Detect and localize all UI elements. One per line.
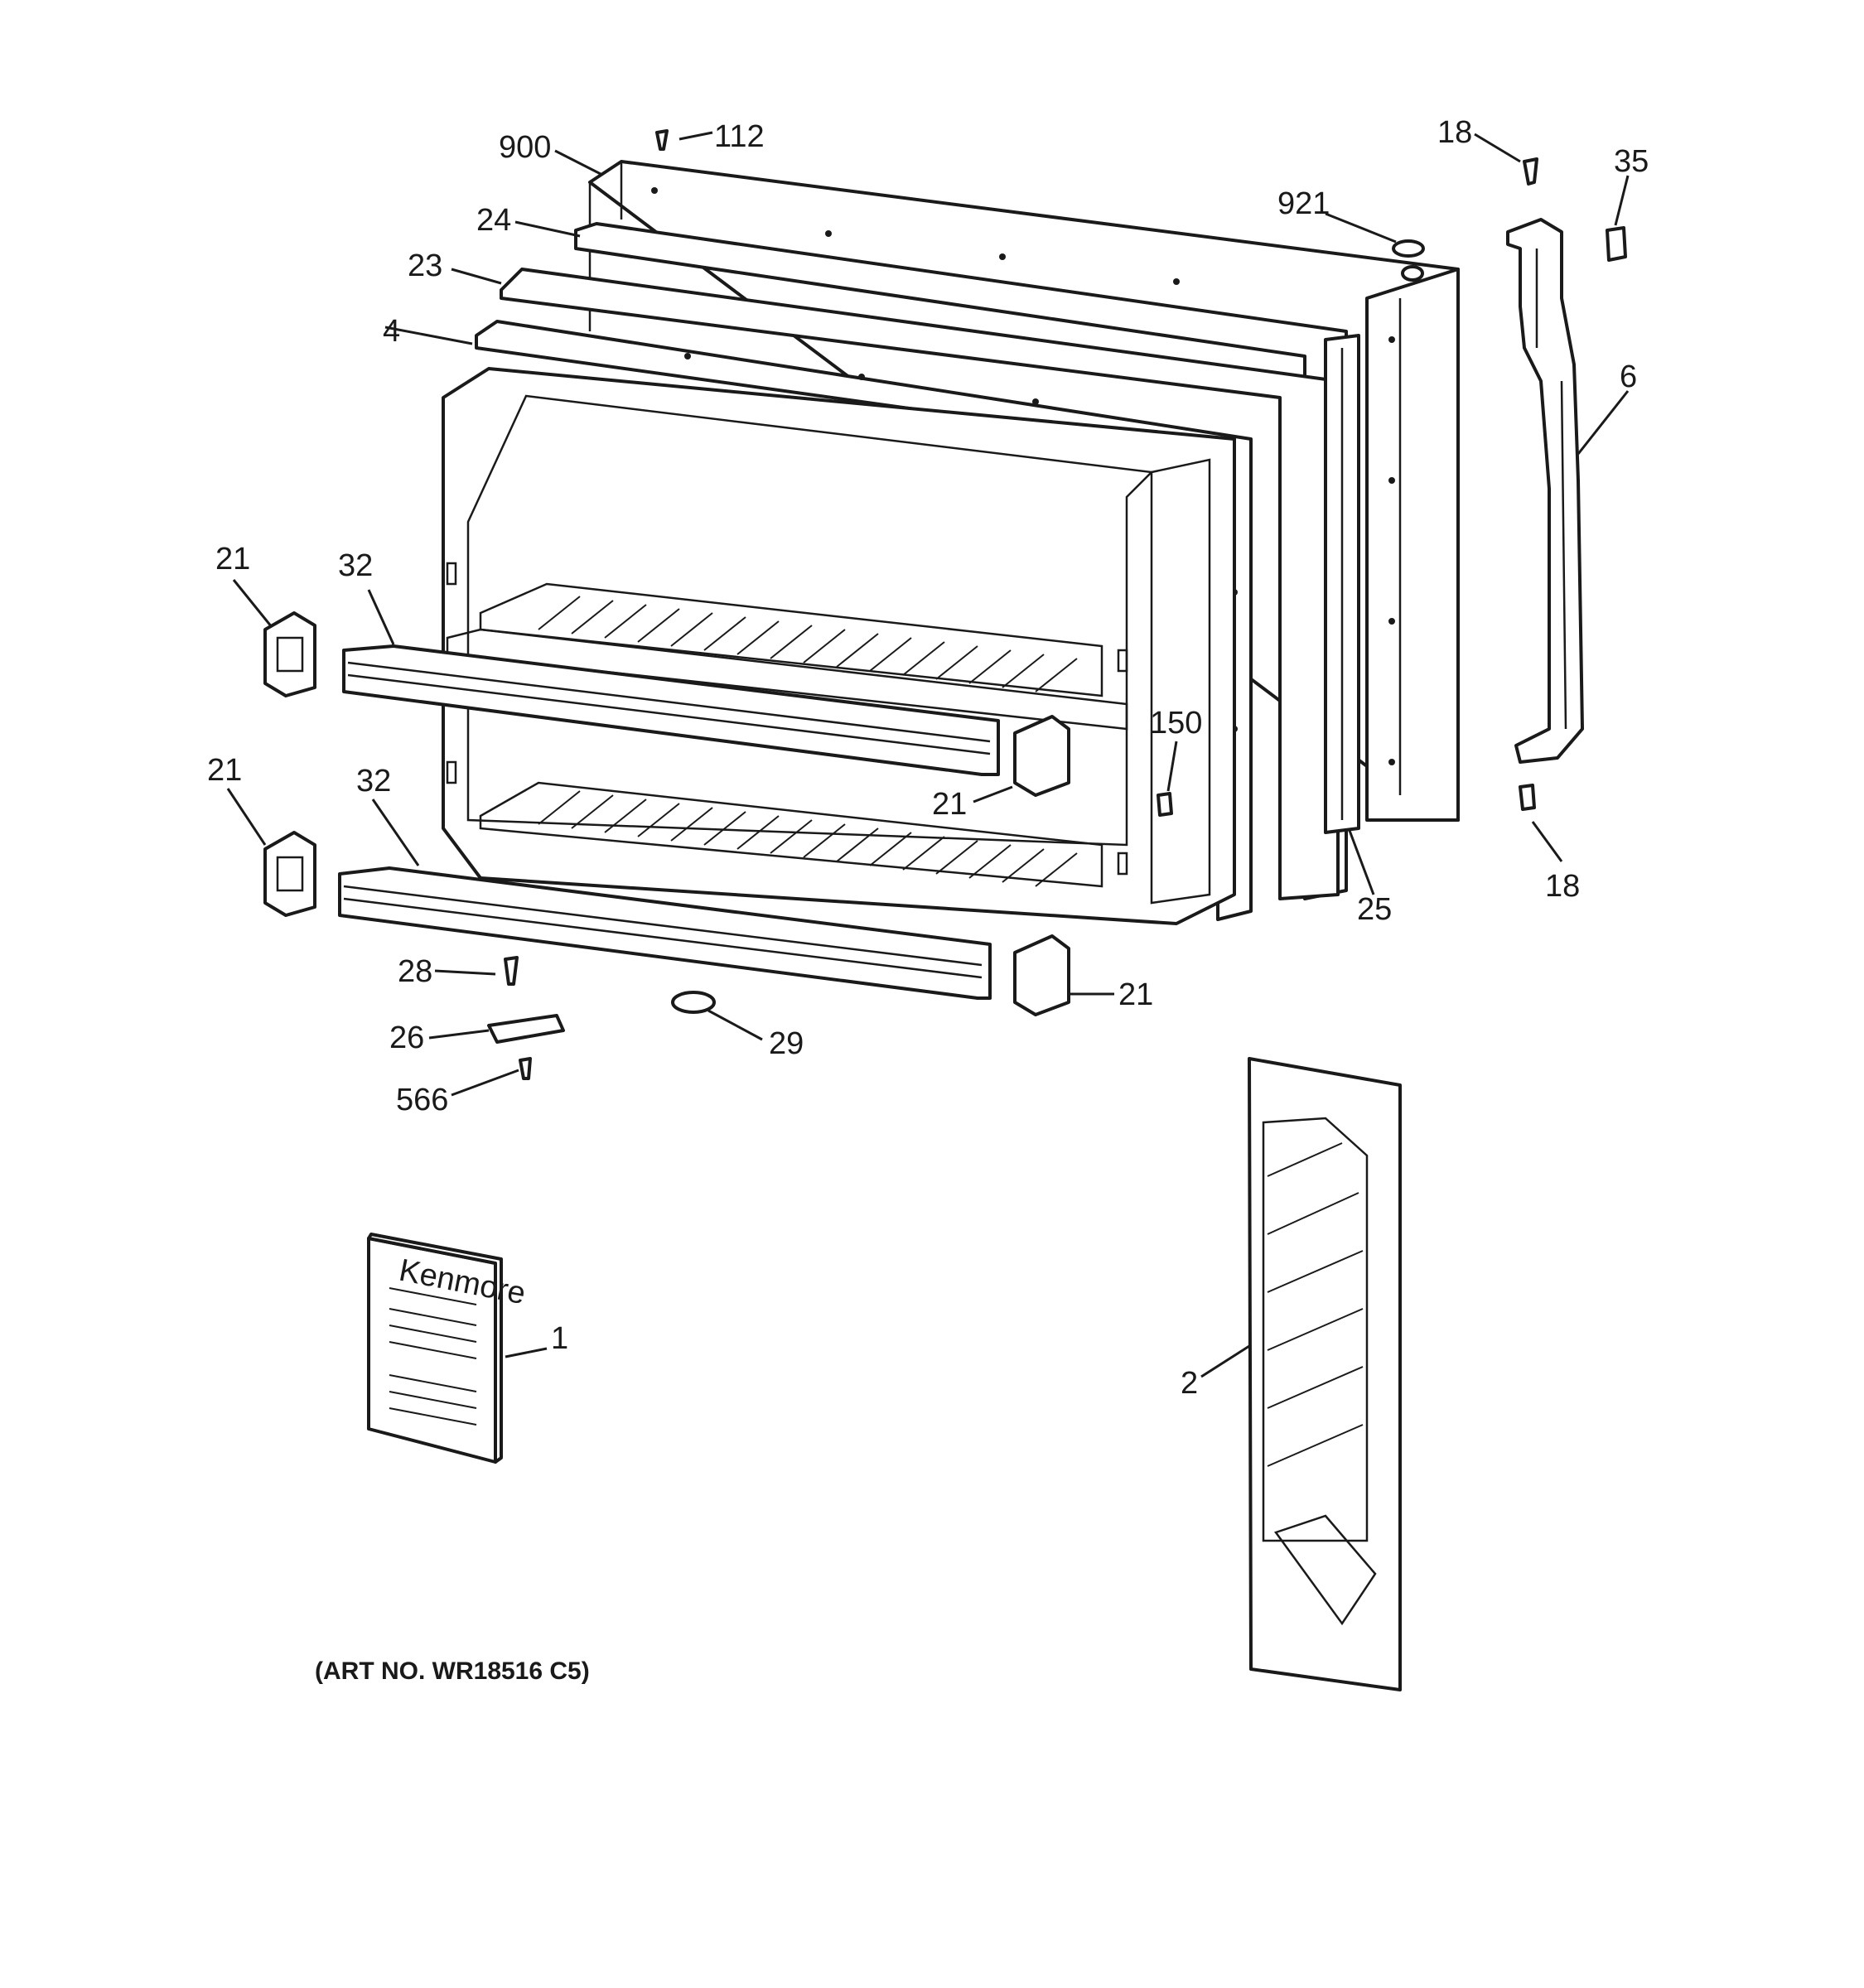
screw-icon [1157,792,1173,817]
endcap-icon [263,831,316,917]
callout-35: 35 [1614,144,1649,179]
callout-2: 2 [1181,1366,1198,1401]
callout-26: 26 [389,1021,424,1055]
mounting-bracket [487,1014,565,1044]
endcap-icon [1606,226,1627,262]
callout-29: 29 [769,1026,804,1061]
callout-21-lower-right: 21 [1118,977,1153,1012]
leader-lines [226,131,1630,1378]
callout-6: 6 [1620,359,1637,394]
callout-1: 1 [551,1321,568,1356]
callout-112: 112 [714,119,765,154]
door-handle-icon [1506,218,1584,764]
callout-21-middle: 21 [932,787,967,822]
callout-24: 24 [476,203,511,238]
door-trim-panel [1248,1057,1402,1691]
screw-icon [1523,157,1538,186]
callout-900: 900 [499,130,551,165]
plug-icon [671,991,716,1014]
callout-18-top: 18 [1437,115,1472,150]
callout-32-lower: 32 [356,764,391,799]
callout-4: 4 [383,314,400,349]
callout-25: 25 [1357,892,1392,927]
callout-labels: 900 112 24 23 4 921 18 35 6 21 32 21 32 … [207,115,1649,1401]
callout-28: 28 [398,954,432,989]
door-gasket [475,222,1360,921]
callout-21-upper-left: 21 [215,542,250,577]
callout-32-upper: 32 [338,548,373,583]
screw-icon [1519,784,1536,811]
inner-door-liner [442,367,1236,925]
screw-icon [504,956,519,986]
endcap-icon [1013,715,1070,797]
callout-150: 150 [1150,706,1202,741]
shelf-bar-upper [342,644,1000,776]
callout-921: 921 [1277,186,1330,221]
callout-566: 566 [396,1083,448,1117]
screw-icon [655,129,669,151]
art-number-caption: (ART NO. WR18516 C5) [315,1657,590,1685]
callout-18-bottom: 18 [1545,869,1580,904]
manual-booklet-icon: Kenmore [367,1233,529,1464]
shelf-bar-lower [338,866,992,1000]
endcap-icon [1013,934,1070,1016]
screw-icon [519,1057,532,1080]
callout-23: 23 [408,248,442,283]
endcap-icon [263,611,316,697]
callout-21-lower-left: 21 [207,753,242,788]
